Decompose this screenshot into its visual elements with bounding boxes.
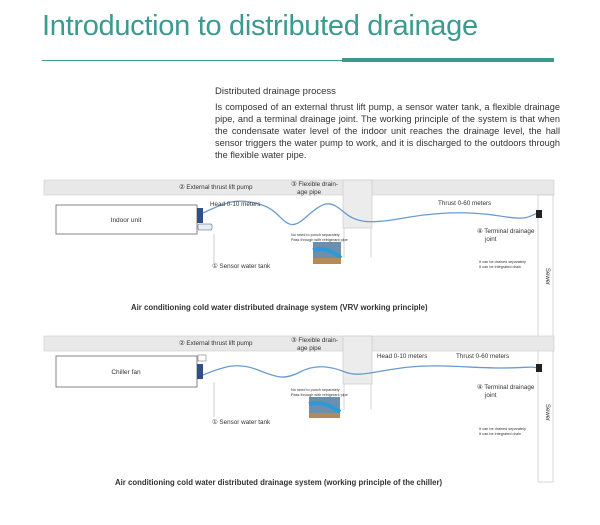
sewer-label: Sewer [544, 268, 550, 285]
terminal-joint-icon [536, 210, 542, 218]
head-label: Head 0-10 meters [377, 353, 427, 360]
pump-label: ② External thrust lift pump [179, 340, 253, 347]
drain-note-line1: It can be drained separately [479, 260, 526, 264]
title-rule [42, 60, 342, 61]
intro-body: Is composed of an external thrust lift p… [215, 102, 560, 160]
pipe-label-line2: age pipe [297, 345, 322, 352]
diagram-caption: Air conditioning cold water distributed … [115, 478, 442, 487]
indoor-unit [55, 204, 198, 235]
photo-pipe-base [309, 413, 340, 418]
tank-label: ① Sensor water tank [212, 419, 271, 426]
head-label: Head 0-10 meters [210, 201, 260, 208]
chiller-fan-label: Chiller fan [111, 369, 141, 376]
pump-icon [197, 364, 203, 379]
sensor-tank-icon [197, 354, 207, 362]
pump-icon [197, 208, 203, 223]
terminal-label-line1: ④ Terminal drainage [477, 228, 535, 235]
drain-note-line2: It can be integrated drain [479, 265, 521, 269]
thrust-label: Thrust 0-60 meters [456, 353, 509, 360]
pipe-label-line1: ③ Flexible drain- [291, 181, 338, 188]
terminal-label-line2: joint [484, 392, 497, 399]
flexible-drain-pipe [202, 200, 539, 226]
terminal-label-line2: joint [484, 236, 497, 243]
wall-beam [342, 335, 373, 385]
pipe-label-line2: age pipe [297, 189, 322, 196]
note-line2: Pass through with refrigerant pipe [291, 238, 348, 242]
note-line1: No need to punch separately [291, 233, 340, 237]
note-line2: Pass through with refrigerant pipe [291, 393, 348, 397]
drain-note-line2: It can be integrated drain [479, 432, 521, 436]
note-line1: No need to punch separately [291, 388, 340, 392]
drain-note-line1: It can be drained separately [479, 427, 526, 431]
page-title: Introduction to distributed drainage [42, 10, 478, 42]
intro-heading: Distributed drainage process [215, 86, 336, 97]
terminal-joint-icon [536, 364, 542, 372]
diagram-chiller: Sewer Chiller fan ② External thrust lift… [43, 335, 555, 487]
thrust-label: Thrust 0-60 meters [438, 200, 491, 207]
photo-pipe-detail [308, 401, 342, 414]
terminal-label-line1: ④ Terminal drainage [477, 384, 535, 391]
photo-pipe-base [313, 258, 341, 264]
sewer-label: Sewer [544, 404, 550, 421]
pump-label: ② External thrust lift pump [179, 184, 253, 191]
diagram-vrv: Sewer Indoor unit ② External thrust lift… [43, 179, 555, 483]
indoor-unit-label: Indoor unit [111, 217, 142, 224]
sensor-tank-icon [197, 223, 213, 231]
wall-beam [342, 179, 373, 229]
tank-label: ① Sensor water tank [212, 263, 271, 270]
diagram-caption: Air conditioning cold water distributed … [131, 303, 428, 312]
title-rule-accent [342, 58, 554, 62]
pipe-label-line1: ③ Flexible drain- [291, 337, 338, 344]
flexible-drain-pipe [202, 365, 539, 378]
ceiling-slab [43, 179, 555, 196]
chiller-fan-unit [55, 355, 198, 388]
ceiling-slab [43, 335, 555, 352]
photo-pipe-detail [312, 247, 343, 260]
